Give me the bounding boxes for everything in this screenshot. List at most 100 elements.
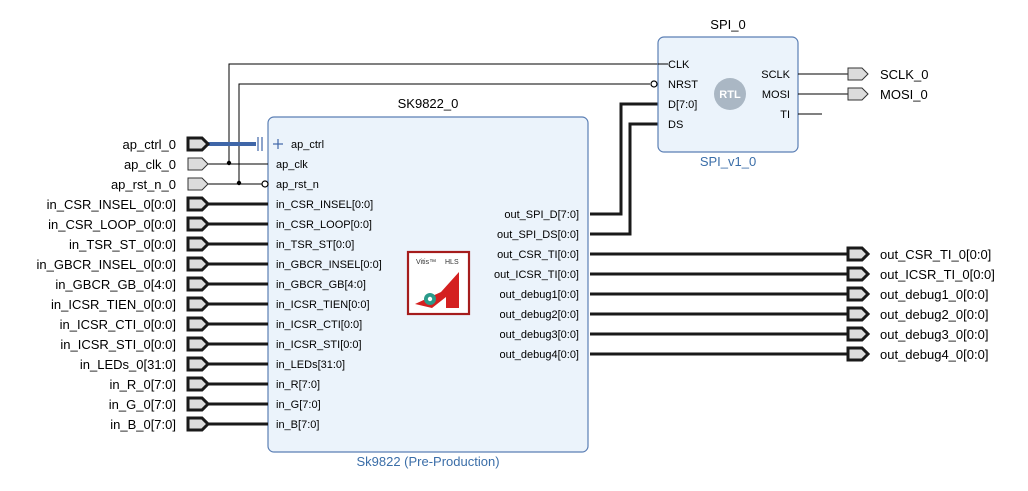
rtl-logo-text: RTL bbox=[719, 89, 741, 101]
input-port-icon bbox=[187, 157, 209, 171]
port-label-out-debug1-0: out_debug1_0[0:0] bbox=[880, 287, 988, 302]
input-port-icon bbox=[186, 376, 211, 392]
sk-pin-in-gbcr-gb[interactable]: in_GBCR_GB[4:0] bbox=[276, 279, 366, 291]
spi-pin-mosi[interactable]: MOSI bbox=[762, 89, 790, 101]
sk-pin-out-spi-d[interactable]: out_SPI_D[7:0] bbox=[504, 209, 579, 221]
port-label-in-b-0: in_B_0[7:0] bbox=[110, 417, 176, 432]
port-out-debug1-0[interactable]: out_debug1_0[0:0] bbox=[590, 286, 988, 302]
port-ap-clk-0[interactable]: ap_clk_0 bbox=[124, 157, 268, 172]
sk-pin-in-csr-insel[interactable]: in_CSR_INSEL[0:0] bbox=[276, 199, 373, 211]
input-port-icon bbox=[186, 416, 211, 432]
wire-clk-to-spi[interactable] bbox=[228, 63, 668, 163]
port-out-csr-ti-0[interactable]: out_CSR_TI_0[0:0] bbox=[590, 246, 991, 262]
sk-pin-out-debug1[interactable]: out_debug1[0:0] bbox=[499, 289, 579, 301]
input-port-icon bbox=[186, 236, 211, 252]
port-label-in-g-0: in_G_0[7:0] bbox=[109, 397, 176, 412]
sk-pin-in-csr-loop[interactable]: in_CSR_LOOP[0:0] bbox=[276, 219, 372, 231]
port-in-icsr-cti-0[interactable]: in_ICSR_CTI_0[0:0] bbox=[60, 316, 268, 332]
output-port-icon bbox=[846, 326, 871, 342]
sk-pin-in-leds[interactable]: in_LEDs[31:0] bbox=[276, 359, 345, 371]
port-label-in-csr-insel-0: in_CSR_INSEL_0[0:0] bbox=[47, 197, 176, 212]
spi-block-title: SPI_0 bbox=[710, 17, 745, 32]
sk-pin-ap-rst-n[interactable]: ap_rst_n bbox=[276, 179, 319, 191]
port-label-in-tsr-st-0: in_TSR_ST_0[0:0] bbox=[69, 237, 176, 252]
sk-pin-in-r[interactable]: in_R[7:0] bbox=[276, 379, 320, 391]
output-port-icon bbox=[846, 306, 871, 322]
sk-pin-out-icsr-ti[interactable]: out_ICSR_TI[0:0] bbox=[494, 269, 579, 281]
input-port-icon bbox=[186, 216, 211, 232]
port-out-icsr-ti-0[interactable]: out_ICSR_TI_0[0:0] bbox=[590, 266, 995, 282]
spi-pin-nrst[interactable]: NRST bbox=[668, 79, 698, 91]
sk-pin-ap-clk[interactable]: ap_clk bbox=[276, 159, 308, 171]
sk-pin-in-gbcr-insel[interactable]: in_GBCR_INSEL[0:0] bbox=[276, 259, 382, 271]
inverted-pin-marker bbox=[261, 180, 269, 188]
port-label-in-gbcr-insel-0: in_GBCR_INSEL_0[0:0] bbox=[37, 257, 176, 272]
port-in-b-0[interactable]: in_B_0[7:0] bbox=[110, 416, 268, 432]
port-out-debug2-0[interactable]: out_debug2_0[0:0] bbox=[590, 306, 988, 322]
port-in-gbcr-insel-0[interactable]: in_GBCR_INSEL_0[0:0] bbox=[37, 256, 268, 272]
input-port-icon bbox=[186, 336, 211, 352]
sk-pin-out-debug4[interactable]: out_debug4[0:0] bbox=[499, 349, 579, 361]
port-ap-rst-n-0[interactable]: ap_rst_n_0 bbox=[111, 177, 262, 192]
port-label-ap-ctrl-0: ap_ctrl_0 bbox=[123, 137, 176, 152]
input-port-icon bbox=[186, 256, 211, 272]
port-label-mosi-0: MOSI_0 bbox=[880, 87, 928, 102]
bus-spi-ds[interactable] bbox=[590, 122, 658, 236]
port-in-r-0[interactable]: in_R_0[7:0] bbox=[110, 376, 269, 392]
wire-rst-to-spi[interactable] bbox=[238, 83, 650, 183]
sk-pin-in-tsr-st[interactable]: in_TSR_ST[0:0] bbox=[276, 239, 354, 251]
junction-rst bbox=[236, 180, 242, 186]
spi-pin-ti[interactable]: TI bbox=[780, 109, 790, 121]
input-port-icon bbox=[186, 196, 211, 212]
spi-block[interactable]: SPI_0 SPI_v1_0 RTL CLK NRST D[7:0] DS SC… bbox=[650, 17, 799, 169]
port-label-in-r-0: in_R_0[7:0] bbox=[110, 377, 177, 392]
sk-pin-out-debug2[interactable]: out_debug2[0:0] bbox=[499, 309, 579, 321]
port-in-icsr-sti-0[interactable]: in_ICSR_STI_0[0:0] bbox=[60, 336, 268, 352]
sk-pin-out-spi-ds[interactable]: out_SPI_DS[0:0] bbox=[497, 229, 579, 241]
port-ap-ctrl-0[interactable]: ap_ctrl_0 bbox=[123, 136, 263, 152]
sk-pin-in-b[interactable]: in_B[7:0] bbox=[276, 419, 319, 431]
port-in-csr-insel-0[interactable]: in_CSR_INSEL_0[0:0] bbox=[47, 196, 268, 212]
port-label-in-gbcr-gb-0: in_GBCR_GB_0[4:0] bbox=[55, 277, 176, 292]
port-sclk-0[interactable]: SCLK_0 bbox=[847, 67, 928, 82]
port-label-ap-clk-0: ap_clk_0 bbox=[124, 157, 176, 172]
bus-spi-d[interactable] bbox=[590, 102, 658, 216]
input-port-icon bbox=[186, 316, 211, 332]
port-in-leds-0[interactable]: in_LEDs_0[31:0] bbox=[80, 356, 268, 372]
spi-pin-sclk[interactable]: SCLK bbox=[761, 69, 790, 81]
rtl-logo-icon: RTL bbox=[714, 78, 746, 110]
port-in-tsr-st-0[interactable]: in_TSR_ST_0[0:0] bbox=[69, 236, 268, 252]
port-label-in-csr-loop-0: in_CSR_LOOP_0[0:0] bbox=[48, 217, 176, 232]
junction-clk bbox=[226, 160, 232, 166]
input-port-icon bbox=[187, 177, 209, 191]
sk-pin-in-icsr-cti[interactable]: in_ICSR_CTI[0:0] bbox=[276, 319, 362, 331]
vitis-hls-logo-icon: Vitis™ HLS bbox=[406, 250, 471, 316]
spi-pin-clk[interactable]: CLK bbox=[668, 59, 690, 71]
input-port-icon bbox=[186, 396, 211, 412]
sk9822-block[interactable]: SK9822_0 Sk9822 (Pre-Production) Vitis™ … bbox=[261, 96, 589, 469]
spi-pin-ds[interactable]: DS bbox=[668, 119, 683, 131]
port-mosi-0[interactable]: MOSI_0 bbox=[847, 87, 928, 102]
sk-pin-in-icsr-sti[interactable]: in_ICSR_STI[0:0] bbox=[276, 339, 362, 351]
port-in-g-0[interactable]: in_G_0[7:0] bbox=[109, 396, 268, 412]
port-in-gbcr-gb-0[interactable]: in_GBCR_GB_0[4:0] bbox=[55, 276, 268, 292]
port-out-debug4-0[interactable]: out_debug4_0[0:0] bbox=[590, 346, 988, 362]
output-port-icon bbox=[846, 246, 871, 262]
port-out-debug3-0[interactable]: out_debug3_0[0:0] bbox=[590, 326, 988, 342]
input-port-icon bbox=[186, 276, 211, 292]
sk-pin-out-debug3[interactable]: out_debug3[0:0] bbox=[499, 329, 579, 341]
sk-pin-in-icsr-tien[interactable]: in_ICSR_TIEN[0:0] bbox=[276, 299, 370, 311]
sk-pin-in-g[interactable]: in_G[7:0] bbox=[276, 399, 321, 411]
spi-pin-d[interactable]: D[7:0] bbox=[668, 99, 697, 111]
port-in-csr-loop-0[interactable]: in_CSR_LOOP_0[0:0] bbox=[48, 216, 268, 232]
sk-pin-out-csr-ti[interactable]: out_CSR_TI[0:0] bbox=[497, 249, 579, 261]
sk9822-block-subtitle: Sk9822 (Pre-Production) bbox=[356, 454, 499, 469]
port-label-ap-rst-n-0: ap_rst_n_0 bbox=[111, 177, 176, 192]
inverted-pin-marker bbox=[650, 80, 658, 88]
sk-pin-ap-ctrl[interactable]: ap_ctrl bbox=[291, 139, 324, 151]
input-port-icon bbox=[186, 296, 211, 312]
spi-block-subtitle: SPI_v1_0 bbox=[700, 154, 756, 169]
port-in-icsr-tien-0[interactable]: in_ICSR_TIEN_0[0:0] bbox=[51, 296, 268, 312]
port-label-out-debug3-0: out_debug3_0[0:0] bbox=[880, 327, 988, 342]
